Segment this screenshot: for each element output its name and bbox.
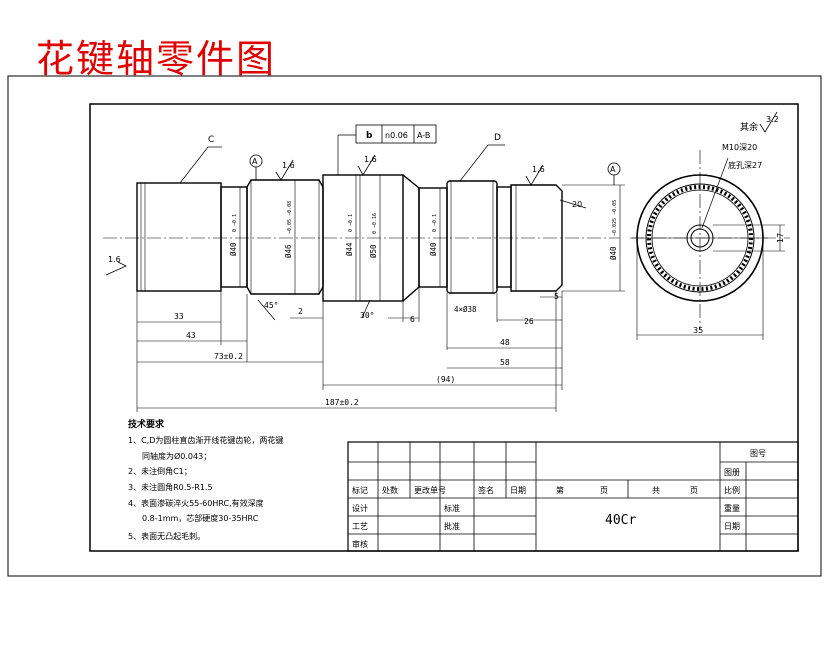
dim-6: 6 xyxy=(410,315,415,324)
tolerance-symbol: b xyxy=(366,131,373,141)
diameter-tolerance: −0.025 −0.05 xyxy=(612,200,618,236)
angle-30: 30° xyxy=(360,311,374,320)
datum-a-label: A xyxy=(252,157,258,166)
tb-sign: 签名 xyxy=(478,485,494,495)
datum-a-label-2: A xyxy=(610,165,616,174)
note-line: 5、表面无凸起毛刺。 xyxy=(128,531,205,541)
dim-94: (94) xyxy=(436,375,455,384)
tolerance-reference: A-B xyxy=(417,131,430,140)
tb-date-2: 日期 xyxy=(724,522,740,531)
tb-page: 页 xyxy=(600,486,608,495)
diameter-label: Ø40 xyxy=(429,242,438,256)
tb-standard: 标准 xyxy=(444,503,460,513)
roughness-other-label: 其余 xyxy=(740,121,758,133)
thread-note: M10深20 xyxy=(722,143,757,152)
dim-33: 33 xyxy=(174,312,184,321)
roughness-value: 1.6 xyxy=(364,155,377,164)
roughness-value: 1.6 xyxy=(282,161,295,170)
diameter-tolerance: 0 −0.1 xyxy=(232,214,238,232)
diameter-tolerance: −0.05 −0.08 xyxy=(287,201,293,234)
note-line: 同轴度为Ø0.043； xyxy=(142,451,211,461)
tb-review: 审核 xyxy=(352,539,368,549)
tolerance-value: n0.06 xyxy=(385,131,408,140)
dim-43: 43 xyxy=(186,331,196,340)
tb-mark: 标记 xyxy=(352,485,368,495)
note-line: 3、未注圆角R0.5-R1.5 xyxy=(128,482,213,492)
roughness-value: 1.6 xyxy=(108,255,121,264)
roughness-other-value: 3.2 xyxy=(766,115,779,124)
tolerance-frame xyxy=(355,124,437,144)
tb-weight: 重量 xyxy=(724,503,740,513)
page-title: 花键轴零件图 xyxy=(36,37,277,81)
diameter-tolerance: 0 −0.1 xyxy=(348,214,354,232)
dim-35: 35 xyxy=(693,326,703,335)
tb-material: 40Cr xyxy=(605,513,636,528)
tb-process: 工艺 xyxy=(352,522,368,531)
notes-heading: 技术要求 xyxy=(128,418,165,430)
dim-5: 5 xyxy=(554,292,559,301)
tb-approve: 批准 xyxy=(444,521,460,531)
hole-depth-note: 底孔深27 xyxy=(728,160,762,170)
tb-sheet: 第 xyxy=(556,485,564,495)
diameter-label: Ø44 xyxy=(345,242,354,256)
dim-2: 2 xyxy=(298,307,303,316)
diameter-tolerance: 0 −0.1 xyxy=(432,214,438,232)
diameter-tolerance: 0 −0.16 xyxy=(372,213,378,234)
note-line: 0.8-1mm，芯部硬度30-35HRC xyxy=(142,513,259,523)
dim-58: 58 xyxy=(500,358,510,367)
dim-17: 17 xyxy=(776,233,785,243)
tb-drawing-no: 图号 xyxy=(750,449,766,458)
tb-album: 图册 xyxy=(724,468,740,477)
tb-change-no: 更改单号 xyxy=(414,485,446,495)
leaders xyxy=(179,134,729,321)
chamfer-dim: 20 xyxy=(572,200,582,209)
diameter-label: Ø50 xyxy=(369,244,378,258)
datum-markers xyxy=(249,154,621,185)
roughness-value: 1.6 xyxy=(532,165,545,174)
label-d: D xyxy=(494,133,501,143)
tb-date: 日期 xyxy=(510,486,526,495)
tb-count: 处数 xyxy=(382,485,398,495)
roughness-symbols xyxy=(105,111,778,276)
dim-187: 187±0.2 xyxy=(325,398,359,407)
tb-design: 设计 xyxy=(352,503,368,513)
title-block-grid xyxy=(347,441,799,552)
outer-frame xyxy=(7,75,822,577)
diameter-label: Ø40 xyxy=(229,242,238,256)
dim-48: 48 xyxy=(500,338,510,347)
dim-73: 73±0.2 xyxy=(214,352,243,361)
tb-pages: 页 xyxy=(690,486,698,495)
tb-total: 共 xyxy=(652,486,660,495)
note-line: 2、未注倒角C1； xyxy=(128,466,192,476)
label-c: C xyxy=(208,135,214,145)
dim-4x38: 4×Ø38 xyxy=(454,305,477,314)
note-line: 1、C,D为圆柱直齿渐开线花键齿轮，两花键 xyxy=(128,435,283,445)
diameter-label: Ø40 xyxy=(609,246,618,260)
dim-26: 26 xyxy=(524,317,534,326)
dimension-lines xyxy=(136,175,785,412)
diameter-label: Ø46 xyxy=(284,244,293,258)
note-line: 4、表面渗碳淬火55-60HRC,有效深度 xyxy=(128,498,264,508)
angle-45: 45° xyxy=(264,301,278,310)
tb-scale: 比例 xyxy=(724,485,740,495)
